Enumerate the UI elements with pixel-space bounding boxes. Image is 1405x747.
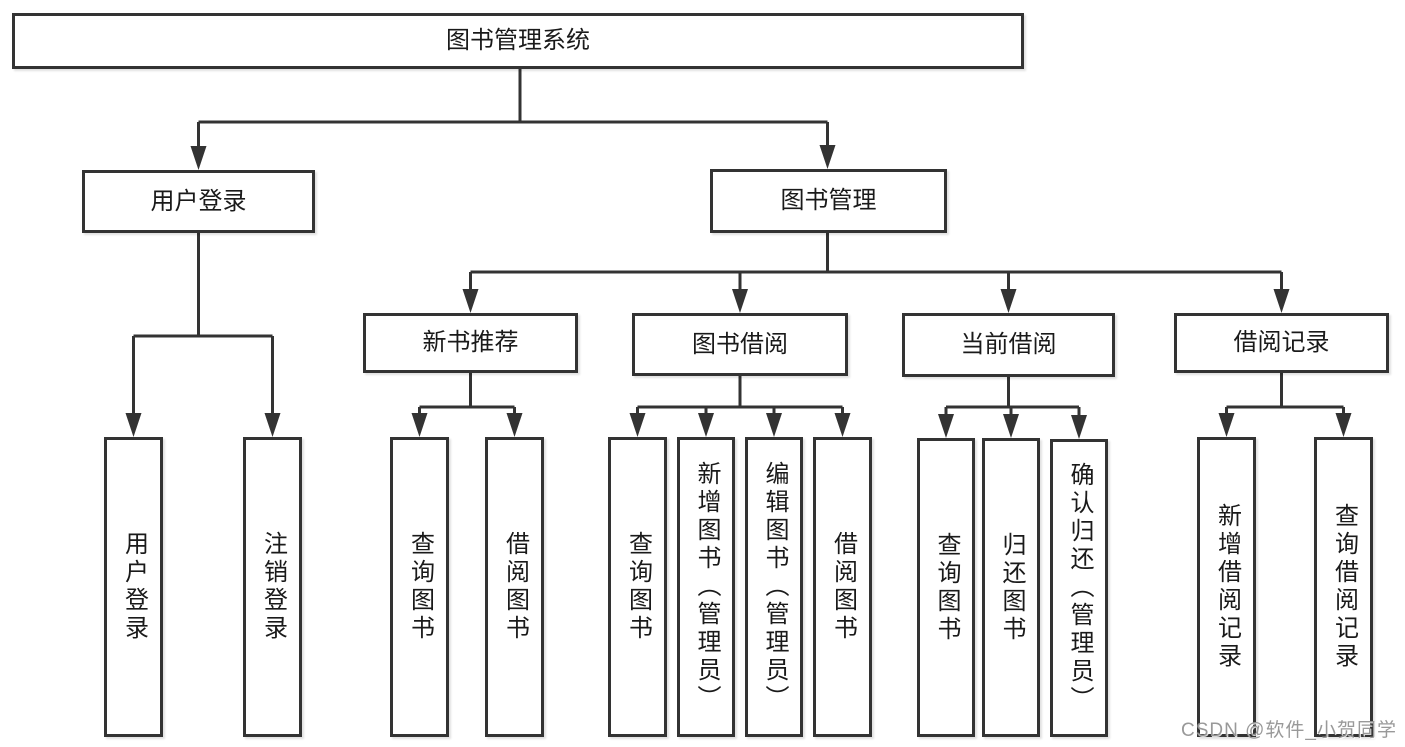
leaf-add-book-admin: 新增图书（管理员）	[677, 437, 735, 737]
leaf-return-book: 归还图书	[982, 438, 1040, 737]
node-user-login: 用户登录	[82, 170, 315, 233]
leaf-query-borrow-record: 查询借阅记录	[1314, 437, 1373, 737]
leaf-borrow-book-2: 借阅图书	[813, 437, 872, 737]
leaf-logout: 注销登录	[243, 437, 302, 737]
node-book-borrow: 图书借阅	[632, 313, 848, 376]
leaf-query-book-2: 查询图书	[608, 437, 667, 737]
leaf-user-login: 用户登录	[104, 437, 163, 737]
node-borrow-records: 借阅记录	[1174, 313, 1389, 373]
leaf-query-book: 查询图书	[390, 437, 449, 737]
node-book-management: 图书管理	[710, 169, 947, 233]
leaf-add-borrow-record: 新增借阅记录	[1197, 437, 1256, 737]
node-current-borrow: 当前借阅	[902, 313, 1115, 377]
node-root-system: 图书管理系统	[12, 13, 1024, 69]
leaf-query-book-3: 查询图书	[917, 438, 975, 737]
leaf-edit-book-admin: 编辑图书（管理员）	[745, 437, 803, 737]
leaf-confirm-return-admin: 确认归还（管理员）	[1050, 439, 1108, 737]
leaf-borrow-book: 借阅图书	[485, 437, 544, 737]
csdn-watermark: CSDN @软件_小贺同学	[1181, 720, 1397, 741]
node-new-book-recommend: 新书推荐	[363, 313, 578, 373]
